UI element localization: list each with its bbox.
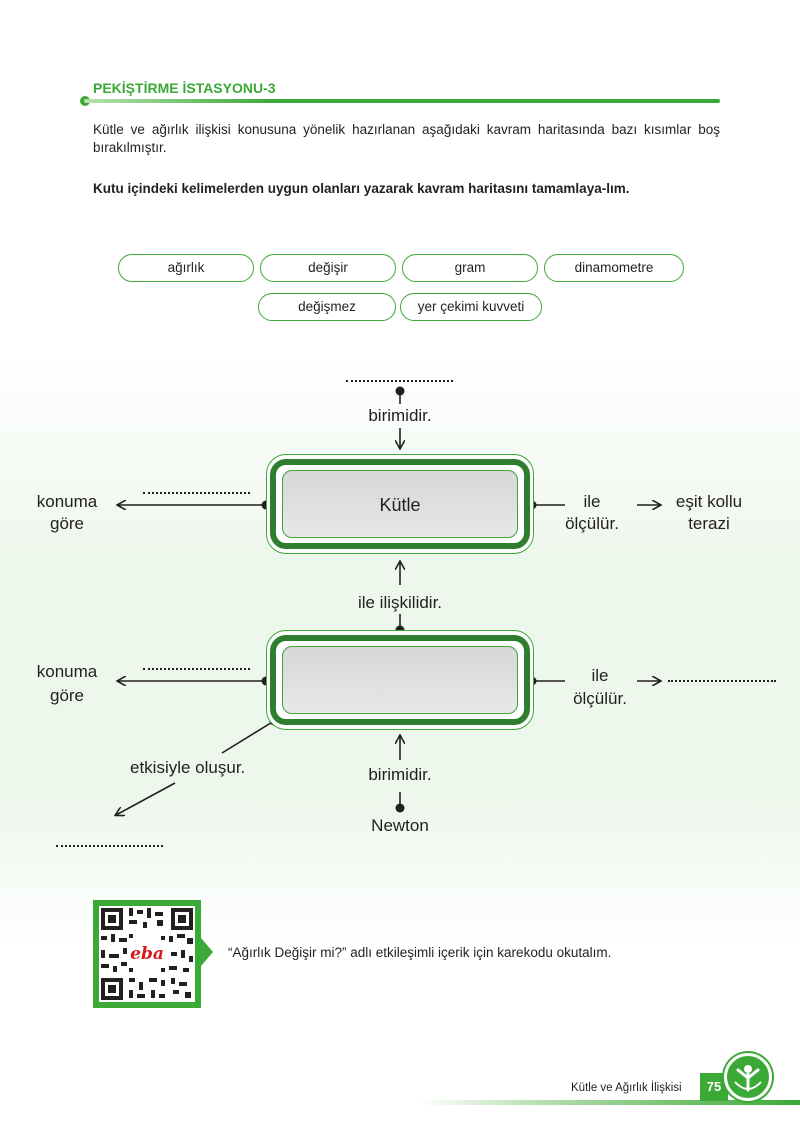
label-top-ile: ile xyxy=(583,492,601,511)
intro-paragraph: Kütle ve ağırlık ilişkisi konusuna yönel… xyxy=(93,122,720,155)
blank-force[interactable] xyxy=(56,845,163,847)
label-top-olculur: ölçülür. xyxy=(565,514,619,533)
word-gram[interactable]: gram xyxy=(402,254,538,282)
unit-logo xyxy=(724,1053,772,1101)
word-yer-cekimi-kuvveti[interactable]: yer çekimi kuvveti xyxy=(400,293,542,321)
label-ile-iliskilidir: ile ilişkilidir. xyxy=(357,593,443,612)
weight-box-blank[interactable] xyxy=(282,646,518,714)
page-number: 75 xyxy=(700,1073,728,1101)
label-etkisiyle-olusur: etkisiyle oluşur. xyxy=(130,758,246,777)
title-rule xyxy=(84,99,720,103)
word-degismez[interactable]: değişmez xyxy=(258,293,396,321)
blank-top-unit[interactable] xyxy=(346,380,453,382)
label-bottom-ile: ile xyxy=(591,666,609,685)
eba-logo: eba xyxy=(130,944,164,964)
station-title: PEKİŞTİRME İSTASYONU-3 xyxy=(93,80,276,96)
blank-mass-position[interactable] xyxy=(143,492,250,494)
qr-caption: “Ağırlık Değişir mi?” adlı etkileşimli i… xyxy=(228,945,612,960)
word-degisir[interactable]: değişir xyxy=(260,254,396,282)
label-bottom-konuma: konuma xyxy=(36,662,98,681)
word-agirlik[interactable]: ağırlık xyxy=(118,254,254,282)
qr-pointer-icon xyxy=(201,938,213,966)
label-esit-kollu-terazi: eşit kollu terazi xyxy=(675,492,743,533)
label-top-gore: göre xyxy=(49,514,85,533)
person-leaf-icon xyxy=(734,1065,762,1092)
footer-chapter: Kütle ve Ağırlık İlişkisi xyxy=(571,1082,682,1094)
label-top-konuma: konuma xyxy=(36,492,98,511)
label-bottom-olculur: ölçülür. xyxy=(573,689,627,708)
footer-rule xyxy=(420,1100,800,1105)
qr-pattern-icon xyxy=(101,908,193,1000)
label-bottom-birimidir: birimidir. xyxy=(368,765,432,784)
word-dinamometre[interactable]: dinamometre xyxy=(544,254,684,282)
qr-code[interactable]: eba xyxy=(93,900,201,1008)
label-bottom-gore: göre xyxy=(49,686,85,705)
mass-box: Kütle xyxy=(282,470,518,538)
label-newton: Newton xyxy=(371,816,429,835)
blank-weight-position[interactable] xyxy=(143,668,250,670)
blank-weight-instrument[interactable] xyxy=(668,680,776,682)
task-instruction: Kutu içindeki kelimelerden uygun olanlar… xyxy=(93,181,630,196)
label-top-birimidir: birimidir. xyxy=(368,406,432,425)
